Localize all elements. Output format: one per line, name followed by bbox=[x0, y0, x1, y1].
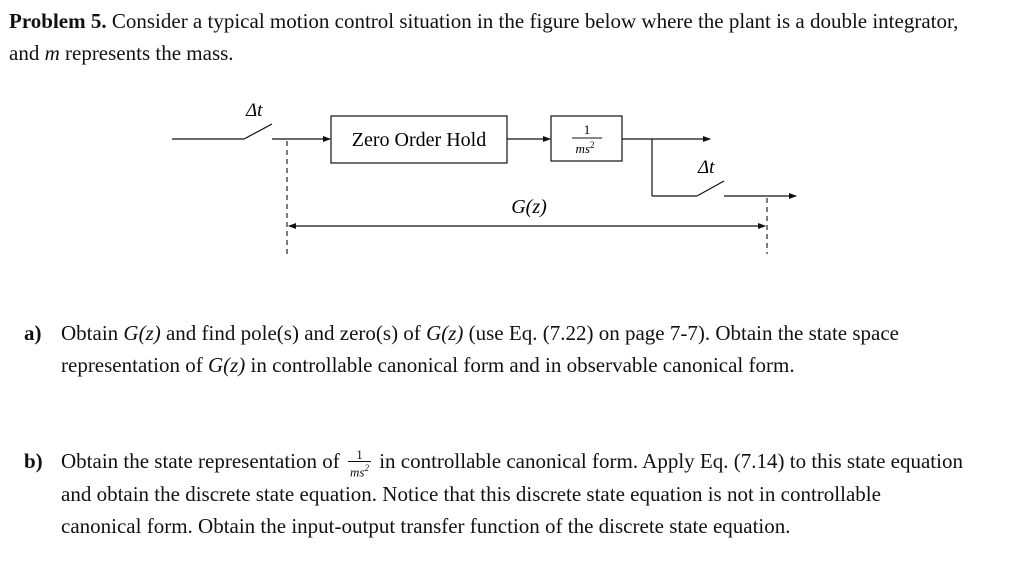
intro-text-2: represents the mass. bbox=[59, 41, 234, 65]
part-a-text-1: Obtain bbox=[61, 321, 124, 345]
part-b-fraction-denominator: ms2 bbox=[349, 462, 369, 479]
part-a-gz-3: G(z) bbox=[207, 353, 246, 377]
plant-denominator: ms2 bbox=[576, 140, 595, 156]
part-b-label: b) bbox=[24, 449, 43, 473]
part-a-gz-1: G(z) bbox=[123, 321, 161, 345]
part-b-text-2: in controllable canonical form. Apply Eq… bbox=[61, 449, 963, 538]
plant-numerator: 1 bbox=[584, 122, 591, 137]
problem-label: Problem 5. bbox=[9, 9, 107, 33]
part-a-label: a) bbox=[24, 321, 42, 345]
mass-symbol: m bbox=[44, 41, 60, 65]
sampler-2-label: Δt bbox=[697, 157, 715, 178]
intro-text-1: Consider a typical motion control situat… bbox=[9, 9, 959, 65]
part-b-text-1: Obtain the state representation of bbox=[61, 449, 345, 473]
block-diagram: Δt Zero Order Hold 1 ms2 Δt G(z) bbox=[172, 100, 797, 254]
part-a: a) Obtain G(z) and find pole(s) and zero… bbox=[24, 317, 964, 381]
part-a-text-3: (use Eq. (7.22) on page 7-7). Obtain the… bbox=[61, 321, 899, 377]
zoh-label: Zero Order Hold bbox=[352, 129, 486, 151]
gz-span-label: G(z) bbox=[511, 196, 547, 218]
part-a-text-4: in controllable canonical form and in ob… bbox=[245, 353, 795, 377]
part-a-body: Obtain G(z) and find pole(s) and zero(s)… bbox=[61, 317, 964, 381]
sampler-2-switch bbox=[696, 180, 725, 197]
part-b-fraction-numerator: 1 bbox=[347, 448, 371, 462]
part-a-gz-2: G(z) bbox=[426, 321, 464, 345]
sampler-1-label: Δt bbox=[245, 100, 263, 121]
part-a-text-2: and find pole(s) and zero(s) of bbox=[160, 321, 427, 345]
sampler-1-switch bbox=[243, 123, 273, 140]
problem-statement: Problem 5. Consider a typical motion con… bbox=[9, 5, 969, 69]
